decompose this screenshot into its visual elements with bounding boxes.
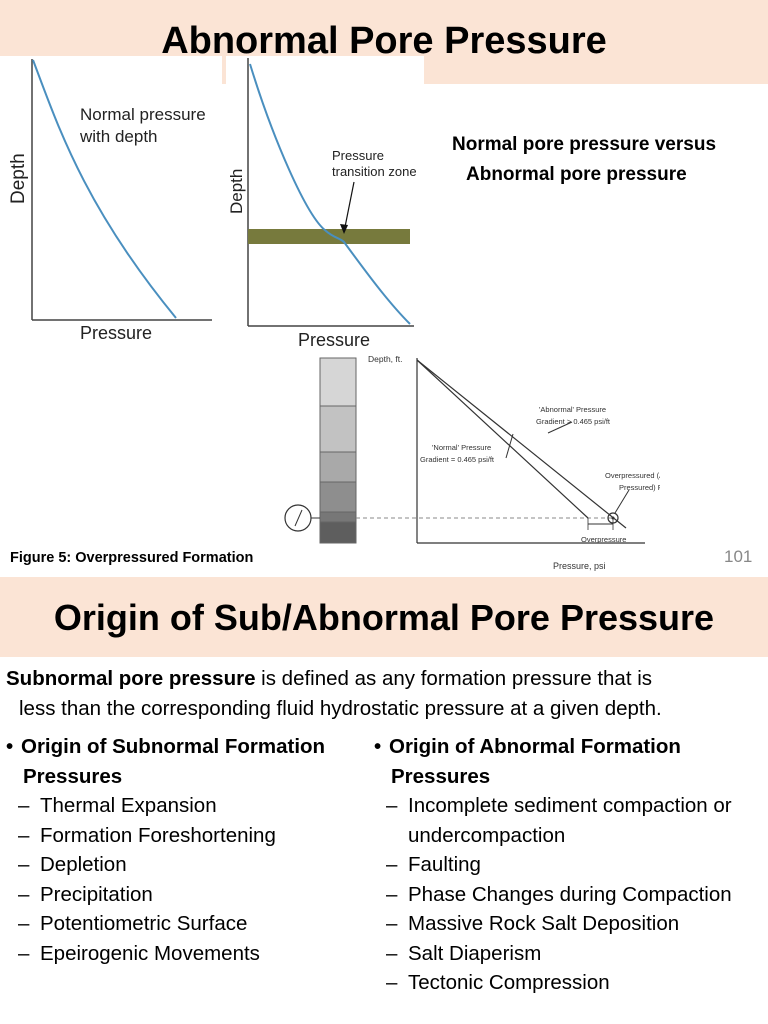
y-axis-label: Depth [8,153,29,204]
abnormal-origins-column: • Origin of Abnormal Formation Pressures… [374,732,764,998]
transition-zone-band [248,229,410,244]
overpressured-formation-figure: Depth, ft. Pressure, psi 'Abnormal' Pres… [280,350,660,576]
leader-line [614,489,630,514]
strata-layer [319,451,357,483]
definition-term: Subnormal pore pressure [6,667,256,690]
heading-line: Origin of Subnormal Formation [21,735,326,758]
abnormal-pressure-curve [249,63,411,325]
leader-line [547,421,573,434]
definition-text: is defined as any formation pressure tha… [255,667,653,690]
bullet-heading: • Origin of Subnormal Formation Pressure… [6,732,366,791]
abnormal-origins-list: Incomplete sediment compaction or underc… [374,791,764,998]
list-item: Tectonic Compression [374,968,764,998]
formation-label: Overpressured (Abnormally [605,471,660,480]
caption-line: Normal pore pressure versus [452,134,717,155]
strata-layer [319,357,357,407]
list-item: Massive Rock Salt Deposition [374,909,764,939]
y-axis-label: Depth [227,169,246,214]
list-item: Formation Foreshortening [6,821,366,851]
transition-zone-figure: Pressure transition zone Depth Pressure [226,56,424,350]
bullet-icon: • [374,735,382,758]
arrow-line [343,181,355,233]
x-axis-label: Pressure, psi [553,561,606,571]
leader-line [505,433,514,459]
list-item: Phase Changes during Compaction [374,880,764,910]
title-band-second [0,577,768,657]
arrowhead [340,224,348,234]
list-item: Faulting [374,850,764,880]
list-item: Epeirogenic Movements [6,939,366,969]
list-item: Salt Diaperism [374,939,764,969]
annotation: with depth [79,127,158,146]
subnormal-origins-list: Thermal Expansion Formation Foreshorteni… [6,791,366,968]
strata-layer [319,521,357,544]
normal-label: 'Normal' Pressure [432,443,491,452]
strata-layer [319,511,357,523]
abnormal-label: Gradient > 0.465 psi/ft [536,417,611,426]
subnormal-origins-column: • Origin of Subnormal Formation Pressure… [6,732,366,968]
list-item: Potentiometric Surface [6,909,366,939]
x-axis-label: Pressure [80,323,152,343]
formation-label: Pressured) Formation [619,483,660,492]
normal-label: Gradient = 0.465 psi/ft [420,455,495,464]
page-number: 101 [724,547,753,566]
abnormal-label: 'Abnormal' Pressure [539,405,606,414]
list-item: Precipitation [6,880,366,910]
figure-comparison-caption: Normal pore pressure versus Abnormal por… [452,130,752,190]
annotation: Normal pressure [80,105,206,124]
y-axis-label: Depth, ft. [368,354,403,364]
annotation: transition zone [332,164,417,179]
list-item: Incomplete sediment compaction or underc… [374,791,764,850]
normal-gradient-line [416,359,589,519]
overpressure-label: Overpressure [581,535,626,544]
heading-line: Origin of Abnormal Formation [389,735,681,758]
heading-line: Pressures [391,764,491,788]
annotation: Pressure [332,148,384,163]
list-item: Thermal Expansion [6,791,366,821]
list-item: Depletion [6,850,366,880]
slide-title: Abnormal Pore Pressure [161,20,607,62]
caption-line: Abnormal pore pressure [466,164,687,185]
figure-caption: Figure 5: Overpressured Formation [10,550,254,566]
normal-pressure-curve [32,59,177,319]
slide-title: Origin of Sub/Abnormal Pore Pressure [53,597,715,638]
x-axis-label: Pressure [298,330,370,350]
definition-text: less than the corresponding fluid hydros… [19,697,662,720]
abnormal-gradient-line [416,359,627,529]
heading-line: Pressures [23,764,123,788]
bullet-heading: • Origin of Abnormal Formation Pressures [374,732,764,791]
strata-layer [319,405,357,453]
bullet-icon: • [6,735,14,758]
definition-paragraph: Subnormal pore pressure is defined as an… [6,664,762,724]
normal-pressure-figure: Normal pressure with depth Depth Pressur… [0,56,222,348]
gauge-needle [294,509,303,527]
strata-layer [319,481,357,513]
